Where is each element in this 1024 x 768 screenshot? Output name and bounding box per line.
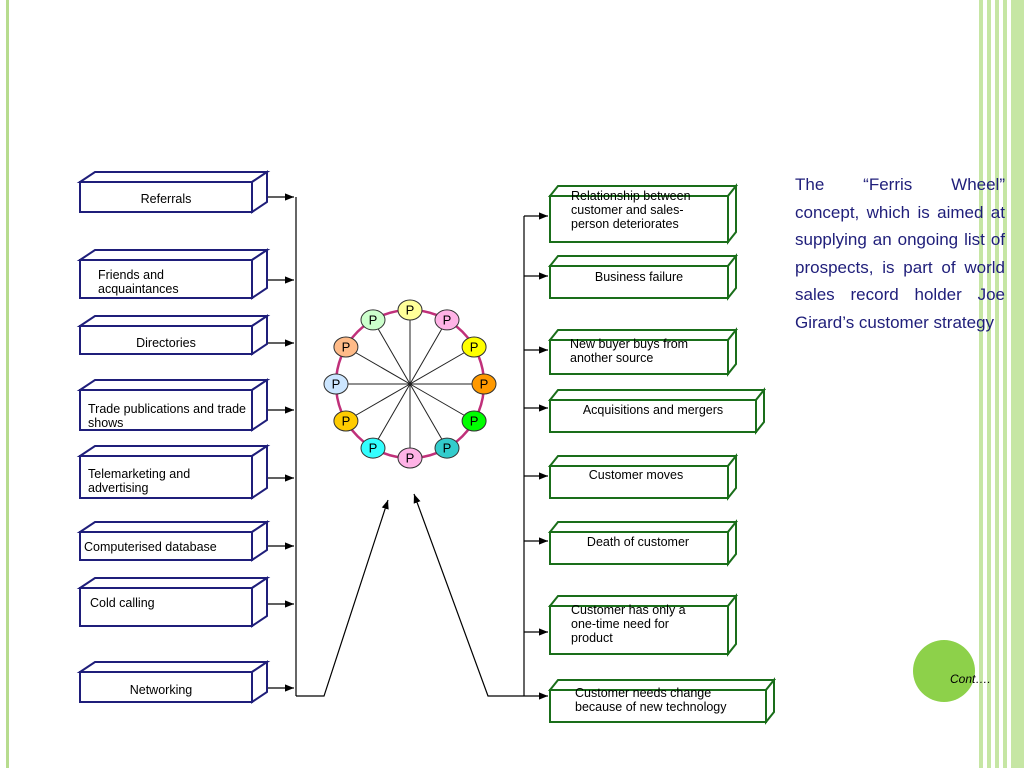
- wheel-spoke-8: [345, 383, 411, 422]
- wheel-spoke-2: [409, 346, 475, 385]
- exit-box-0: [547, 183, 739, 245]
- prospect-label-6: P: [406, 451, 415, 466]
- source-label-6: Cold calling: [90, 596, 155, 610]
- wheel-spoke-5: [409, 383, 448, 449]
- exit-box-5: [547, 519, 739, 567]
- prospect-seat-5: [434, 437, 460, 459]
- exit-box-6: [547, 593, 739, 657]
- exit-label-3: Acquisitions and mergers: [582, 403, 724, 417]
- exit-box-2: [547, 327, 739, 377]
- outflow-arrow: [413, 493, 524, 697]
- source-label-2: Directories: [136, 336, 196, 350]
- continue-label: Cont….: [950, 672, 991, 686]
- prospect-seat-11: [360, 309, 386, 331]
- strategy-description: The “Ferris Wheel” concept, which is aim…: [795, 175, 1005, 332]
- exit-box-7: [547, 677, 777, 725]
- source-box-0: [76, 170, 271, 214]
- source-box-2: [76, 314, 271, 356]
- prospect-seat-8: [333, 410, 359, 432]
- prospect-label-0: P: [406, 303, 415, 318]
- source-label-5: Computerised database: [84, 540, 217, 554]
- prospect-seat-3: [471, 373, 497, 395]
- source-box-1: [76, 248, 271, 300]
- prospect-label-3: P: [480, 377, 489, 392]
- source-label-0: Referrals: [140, 192, 192, 206]
- left-decorative-rule: [6, 0, 9, 768]
- exit-box-1: [547, 253, 739, 301]
- prospect-label-1: P: [443, 312, 452, 327]
- right-decorative-band-4: [1003, 0, 1007, 768]
- prospect-seat-6: [397, 447, 423, 469]
- prospect-label-4: P: [470, 414, 479, 429]
- right-decorative-band-3: [995, 0, 999, 768]
- source-box-4: [76, 444, 271, 500]
- exit-label-6: Customer has only a one-time need for pr…: [571, 603, 686, 645]
- prospect-label-9: P: [332, 377, 341, 392]
- source-box-3: [76, 378, 271, 432]
- prospect-seat-0: [397, 299, 423, 321]
- prospect-seat-2: [461, 336, 487, 358]
- wheel-spoke-1: [409, 319, 448, 385]
- source-box-7: [76, 660, 271, 704]
- source-box-5: [76, 520, 271, 562]
- prospect-label-5: P: [443, 441, 452, 456]
- inflow-arrow: [296, 499, 389, 697]
- wheel-spoke-10: [345, 346, 411, 385]
- exit-box-4: [547, 453, 739, 501]
- prospect-label-2: P: [470, 340, 479, 355]
- exit-box-3: [547, 387, 767, 435]
- right-decorative-band-1: [979, 0, 983, 768]
- prospect-label-7: P: [369, 441, 378, 456]
- right-decorative-band-2: [987, 0, 991, 768]
- continue-circle: [913, 640, 975, 702]
- wheel-spoke-4: [409, 383, 475, 422]
- wheel-spoke-11: [372, 319, 411, 385]
- exit-label-0: Relationship between customer and sales-…: [571, 189, 691, 231]
- source-label-3: Trade publications and trade shows: [88, 402, 246, 430]
- exit-label-7: Customer needs change because of new tec…: [575, 686, 727, 714]
- wheel-spoke-7: [372, 383, 411, 449]
- source-label-7: Networking: [129, 683, 193, 697]
- prospect-label-11: P: [369, 312, 378, 327]
- prospect-seat-9: [323, 373, 349, 395]
- exit-label-4: Customer moves: [588, 468, 684, 482]
- source-box-6: [76, 576, 271, 628]
- exit-label-1: Business failure: [594, 270, 684, 284]
- source-label-4: Telemarketing and advertising: [88, 467, 191, 495]
- source-label-1: Friends and acquaintances: [98, 268, 179, 296]
- prospect-label-10: P: [342, 340, 351, 355]
- prospect-label-8: P: [342, 414, 351, 429]
- prospect-seat-7: [360, 437, 386, 459]
- exit-label-5: Death of customer: [586, 535, 690, 549]
- right-decorative-band-5: [1011, 0, 1024, 768]
- prospect-seat-4: [461, 410, 487, 432]
- prospect-seat-1: [434, 309, 460, 331]
- prospect-seat-10: [333, 336, 359, 358]
- exit-label-2: New buyer buys from another source: [570, 337, 689, 365]
